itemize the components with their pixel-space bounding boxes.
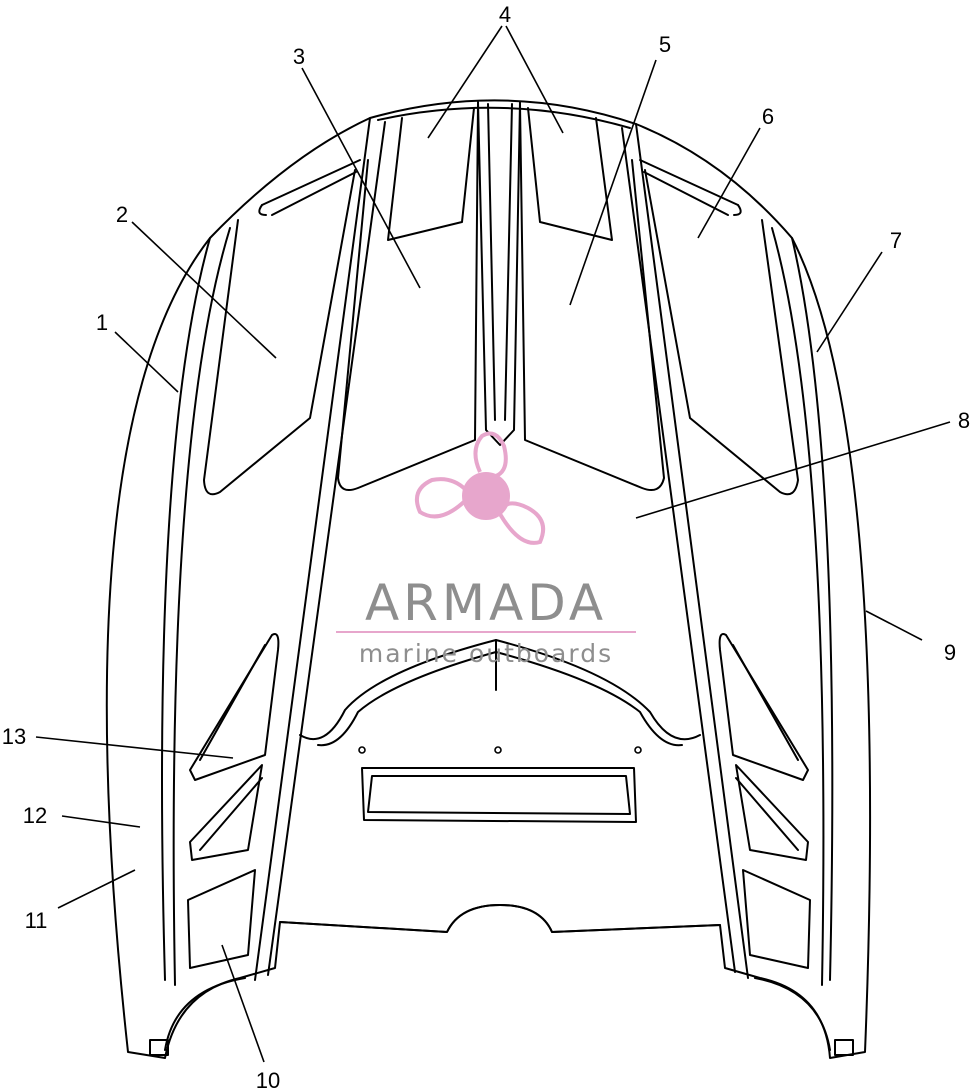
brand-tagline: marine outboards: [359, 639, 613, 668]
leader-5: [569, 59, 657, 306]
upper-panels: [337, 103, 665, 491]
callout-9: 9: [944, 640, 956, 665]
callout-7: 7: [890, 228, 902, 253]
top-vents: [387, 107, 613, 241]
leader-9: [865, 610, 923, 641]
callout-11: 11: [25, 908, 48, 933]
callout-12: 12: [23, 803, 47, 828]
leader-7: [816, 251, 883, 353]
leader-4b: [505, 25, 564, 134]
leader-1: [114, 331, 179, 393]
callout-2: 2: [116, 202, 128, 227]
lower-vents: [187, 633, 811, 969]
leader-lines: [35, 25, 951, 1063]
propeller-logo-icon: [415, 431, 545, 545]
callout-10: 10: [256, 1068, 280, 1091]
callout-3: 3: [293, 44, 305, 69]
rear-hump: [279, 639, 721, 933]
leader-2: [131, 221, 277, 359]
leader-10: [221, 944, 265, 1063]
leader-11: [57, 869, 136, 909]
leader-8: [635, 421, 951, 519]
leader-3: [301, 67, 421, 289]
callout-1: 1: [96, 310, 108, 335]
leader-12: [61, 815, 141, 828]
leader-6: [697, 127, 761, 239]
center-section: [254, 101, 749, 981]
callout-4: 4: [499, 2, 511, 27]
leader-13: [35, 736, 234, 759]
callout-13: 13: [2, 724, 26, 749]
callout-5: 5: [659, 32, 671, 57]
leader-4a: [427, 25, 503, 139]
callout-6: 6: [762, 104, 774, 129]
brand-name: ARMADA: [365, 574, 607, 632]
armada-watermark: ARMADA marine outboards: [336, 431, 636, 668]
side-panels: [203, 159, 799, 496]
callout-8: 8: [958, 408, 970, 433]
